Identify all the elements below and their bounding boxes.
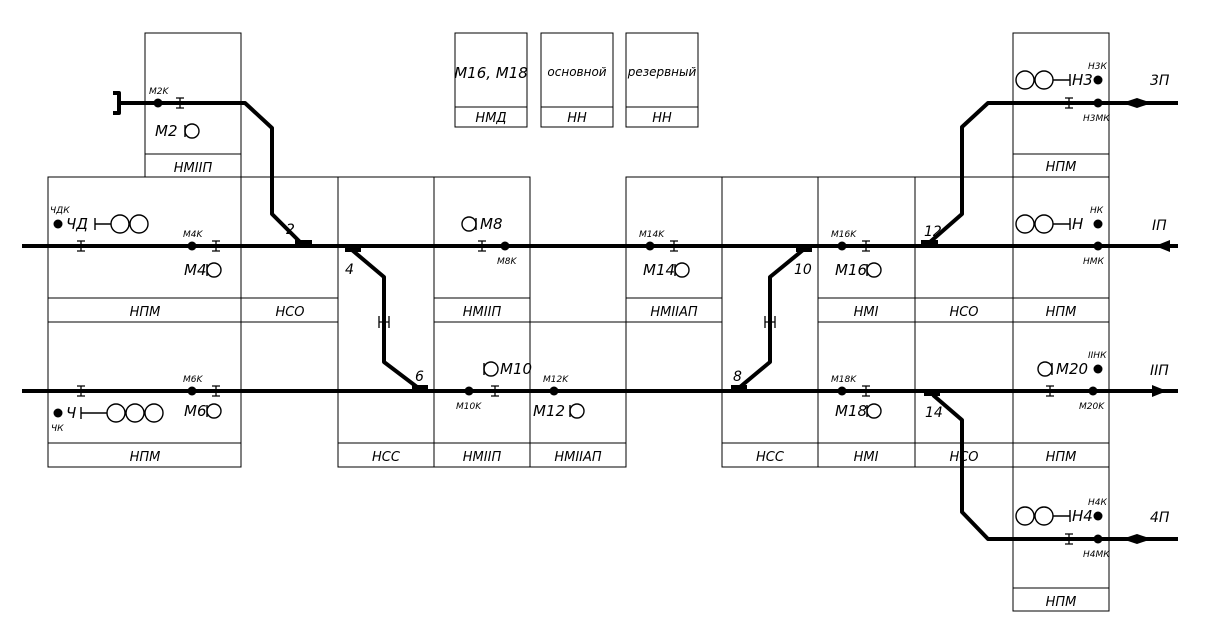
track-dead-end — [113, 91, 121, 115]
track-label-2p: IIП — [1150, 363, 1169, 379]
marker-dots — [53, 75, 1103, 544]
legend-reserve-box — [625, 32, 699, 128]
signal-m8: M8 — [480, 215, 503, 233]
cell-label-m14: НМIIАП — [650, 305, 698, 320]
marker-m16k: M16K — [831, 230, 857, 240]
legend-reserve-title: резервный — [627, 65, 697, 79]
shunting-signals — [184, 123, 1053, 419]
marker-n2k: IIНК — [1088, 351, 1107, 361]
cell-label-m8: НМIIП — [463, 305, 502, 320]
cell-label-nso-left: НСО — [275, 305, 304, 320]
marker-n1mk: НМК — [1083, 257, 1105, 267]
switch-14: 14 — [925, 405, 943, 421]
legend-main-title: основной — [547, 65, 606, 79]
switch-10: 10 — [794, 262, 812, 278]
track-label-4p: 4П — [1150, 510, 1170, 526]
track-3p-branch — [928, 101, 1178, 244]
marker-n3mk: Н3МК — [1083, 114, 1110, 124]
cell-label-m12: НМIIАП — [554, 450, 602, 465]
marker-m4k: M4K — [183, 230, 203, 240]
signal-m16: M16 — [835, 261, 867, 279]
marker-n4mk: Н4МК — [1083, 550, 1110, 560]
track-label-1p: IП — [1152, 218, 1167, 234]
marker-m20k: M20K — [1079, 402, 1105, 412]
cell-label-m18: НМI — [854, 450, 879, 465]
train-signals — [80, 70, 1071, 526]
legend-nmd-caption: НМД — [475, 111, 506, 126]
signal-chd: ЧД — [66, 215, 88, 233]
cell-label-nss-right: НСС — [756, 450, 785, 465]
cell-label-nso-right: НСО — [949, 305, 978, 320]
insulated-joints — [77, 97, 1073, 545]
marker-m10k: M10K — [456, 402, 482, 412]
cell-label-right-bottom2: НПМ — [1046, 595, 1077, 610]
legend-main-box — [540, 32, 614, 128]
signal-n4: Н4 — [1072, 507, 1093, 525]
switch-blocks — [295, 240, 940, 396]
cell-label-left-top: НПМ — [130, 305, 161, 320]
signal-ch: Ч — [66, 404, 76, 422]
signal-m2: M2 — [155, 122, 178, 140]
marker-chk: ЧК — [51, 424, 64, 434]
signal-m20: M20 — [1056, 360, 1088, 378]
marker-n3k: Н3К — [1088, 62, 1107, 72]
crossover-4-6 — [350, 248, 419, 389]
marker-n4k: Н4К — [1088, 498, 1107, 508]
switch-2: 2 — [286, 222, 295, 238]
signal-m12: M12 — [533, 402, 565, 420]
signal-m6: M6 — [184, 402, 207, 420]
signal-n3: Н3 — [1072, 71, 1093, 89]
signal-m4: M4 — [184, 261, 207, 279]
crossover-8-10 — [738, 248, 805, 389]
signal-m14: M14 — [643, 261, 675, 279]
legend-reserve-caption: НН — [652, 111, 672, 126]
signal-m10: M10 — [500, 360, 532, 378]
legend-nmd-box — [454, 32, 528, 128]
track-arrows — [1122, 98, 1170, 544]
track-label-3p: 3П — [1150, 73, 1170, 89]
switch-8: 8 — [733, 369, 742, 385]
legend-nmd-title: M16, M18 — [454, 64, 528, 82]
cell-label-left-bottom: НПМ — [130, 450, 161, 465]
legend-main-caption: НН — [567, 111, 587, 126]
signal-n1: Н — [1072, 215, 1083, 233]
cell-right-tall-box — [1012, 32, 1110, 612]
cell-label-right-top2: НПМ — [1046, 305, 1077, 320]
marker-n1k: НК — [1090, 206, 1104, 216]
marker-m2k: M2K — [149, 87, 169, 97]
cells-lower-row — [47, 321, 1014, 468]
marker-chdk: ЧДК — [50, 206, 70, 216]
marker-m6k: M6K — [183, 375, 203, 385]
cell-label-nss-left: НСС — [372, 450, 401, 465]
marker-m18k: M18K — [831, 375, 857, 385]
switch-4: 4 — [345, 262, 354, 278]
switch-6: 6 — [415, 369, 424, 385]
track-4p-branch — [931, 393, 1178, 541]
marker-m14k: M14K — [639, 230, 665, 240]
cell-label-m10: НМIIП — [463, 450, 502, 465]
cell-label-m2: НМIIП — [174, 161, 213, 176]
cell-label-m16: НМI — [854, 305, 879, 320]
signal-m18: M18 — [835, 402, 867, 420]
marker-m8k: M8K — [497, 257, 517, 267]
marker-m12k: M12K — [543, 375, 569, 385]
track-m2-branch — [119, 101, 302, 244]
cell-label-right-bottom1: НПМ — [1046, 450, 1077, 465]
switch-12: 12 — [924, 224, 942, 240]
cell-label-right-top1: НПМ — [1046, 160, 1077, 175]
